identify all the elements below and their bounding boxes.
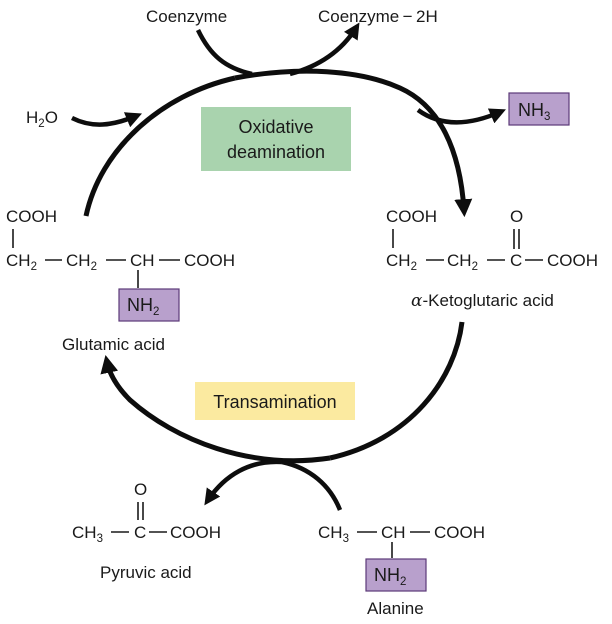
coenzyme-2h-label: Coenzyme − 2H — [318, 7, 438, 26]
ammonia-out-arrow — [416, 108, 506, 125]
oxidative-deamination-box — [201, 107, 351, 171]
alanine-amine-label: NH2 — [374, 565, 406, 588]
glutamic-ch2-a: CH2 — [6, 251, 37, 273]
coenzyme-out-arrow — [289, 22, 360, 77]
alanine-ch: CH — [381, 523, 406, 542]
cycle-arc-right-bottom — [329, 321, 465, 461]
keto-top-cooh: COOH — [386, 207, 437, 226]
water-o: O — [45, 108, 58, 127]
keto-carbon: C — [510, 251, 522, 270]
ammonia-box — [508, 92, 570, 126]
coenzyme-label: Coenzyme — [146, 7, 227, 26]
glutamic-acid-name: Glutamic acid — [62, 335, 165, 354]
water-label: H2O — [26, 108, 58, 130]
pyruvic-acid-name: Pyruvic acid — [100, 563, 192, 582]
transamination-label: Transamination — [213, 392, 336, 412]
glutamic-ch2-b: CH2 — [66, 251, 97, 273]
alanine-in-arrow — [281, 459, 343, 511]
transamination-box — [195, 382, 355, 420]
glutamic-cooh: COOH — [184, 251, 235, 270]
glutamic-acid-structure: COOH CH2 CH2 CH COOH NH2 Glutamic acid — [6, 207, 235, 354]
keto-oxygen: O — [510, 207, 523, 226]
pyruvate-out-arrow — [204, 459, 283, 506]
ketoglutaric-acid-name: α-Ketoglutaric acid — [411, 291, 554, 311]
ammonia-label: NH3 — [518, 100, 550, 123]
alanine-ch3: CH3 — [318, 523, 349, 545]
coenzyme-in-arrow — [195, 29, 253, 77]
oxidative-label: Oxidative — [238, 117, 313, 137]
keto-ch2-b: CH2 — [447, 251, 478, 273]
water-in-arrow — [70, 112, 142, 128]
glutamic-amine-label: NH2 — [127, 295, 159, 318]
glutamic-top-cooh: COOH — [6, 207, 57, 226]
ketoglutaric-acid-structure: COOH O CH2 CH2 C COOH α-Ketoglutaric aci… — [386, 207, 598, 311]
glutamic-ch: CH — [130, 251, 155, 270]
alanine-amine-box — [365, 558, 427, 592]
keto-cooh: COOH — [547, 251, 598, 270]
cycle-arc-left-top — [83, 75, 236, 217]
water-subscript: 2 — [38, 118, 44, 130]
pyruvic-carbon: C — [134, 523, 146, 542]
pyruvic-acid-structure: O CH3 C COOH Pyruvic acid — [72, 480, 221, 582]
keto-ch2-a: CH2 — [386, 251, 417, 273]
glutamic-amine-box — [118, 288, 180, 322]
deamination-label: deamination — [227, 142, 325, 162]
pyruvic-oxygen: O — [134, 480, 147, 499]
pyruvic-cooh: COOH — [170, 523, 221, 542]
alanine-cooh: COOH — [434, 523, 485, 542]
pyruvic-ch3: CH3 — [72, 523, 103, 545]
alanine-structure: CH3 CH COOH NH2 Alanine — [318, 523, 485, 618]
alanine-name: Alanine — [367, 599, 424, 618]
water-h: H — [26, 108, 38, 127]
